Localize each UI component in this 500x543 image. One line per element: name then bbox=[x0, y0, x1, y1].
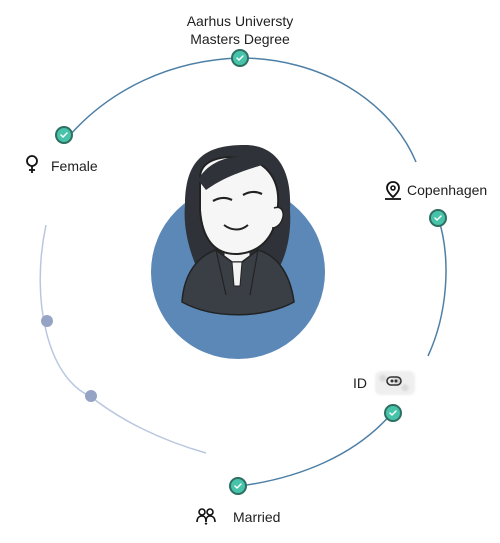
check-icon bbox=[389, 410, 397, 416]
gender-label: Female bbox=[51, 158, 98, 174]
relationship-label: Married bbox=[233, 509, 281, 525]
female-icon bbox=[24, 155, 40, 175]
education-line2: Masters Degree bbox=[190, 31, 290, 47]
id-card-icon bbox=[385, 374, 403, 388]
map-pin-icon bbox=[383, 179, 403, 201]
inactive-status-dot bbox=[85, 390, 97, 402]
orbit-arc-segment bbox=[69, 57, 241, 136]
check-icon bbox=[434, 215, 442, 221]
check-icon bbox=[234, 483, 242, 489]
education-status-check bbox=[231, 49, 249, 67]
relationship-status-check bbox=[229, 477, 247, 495]
education-line1: Aarhus Universty bbox=[186, 13, 294, 29]
check-icon bbox=[236, 55, 244, 61]
avatar bbox=[181, 145, 295, 316]
orbit-arc-segment bbox=[239, 412, 393, 487]
blurred-id-badge bbox=[375, 371, 415, 395]
inactive-status-dot bbox=[41, 315, 53, 327]
location-status-check bbox=[429, 209, 447, 227]
id-label: ID bbox=[353, 375, 367, 391]
people-icon bbox=[195, 505, 217, 527]
check-icon bbox=[60, 132, 68, 138]
orbit-arc-segment bbox=[427, 216, 447, 357]
id-status-check bbox=[384, 404, 402, 422]
location-label: Copenhagen bbox=[407, 182, 488, 198]
gender-status-check bbox=[55, 126, 73, 144]
education-label: Aarhus Universty Masters Degree bbox=[160, 12, 320, 48]
orbit-arc-segment bbox=[239, 57, 417, 163]
